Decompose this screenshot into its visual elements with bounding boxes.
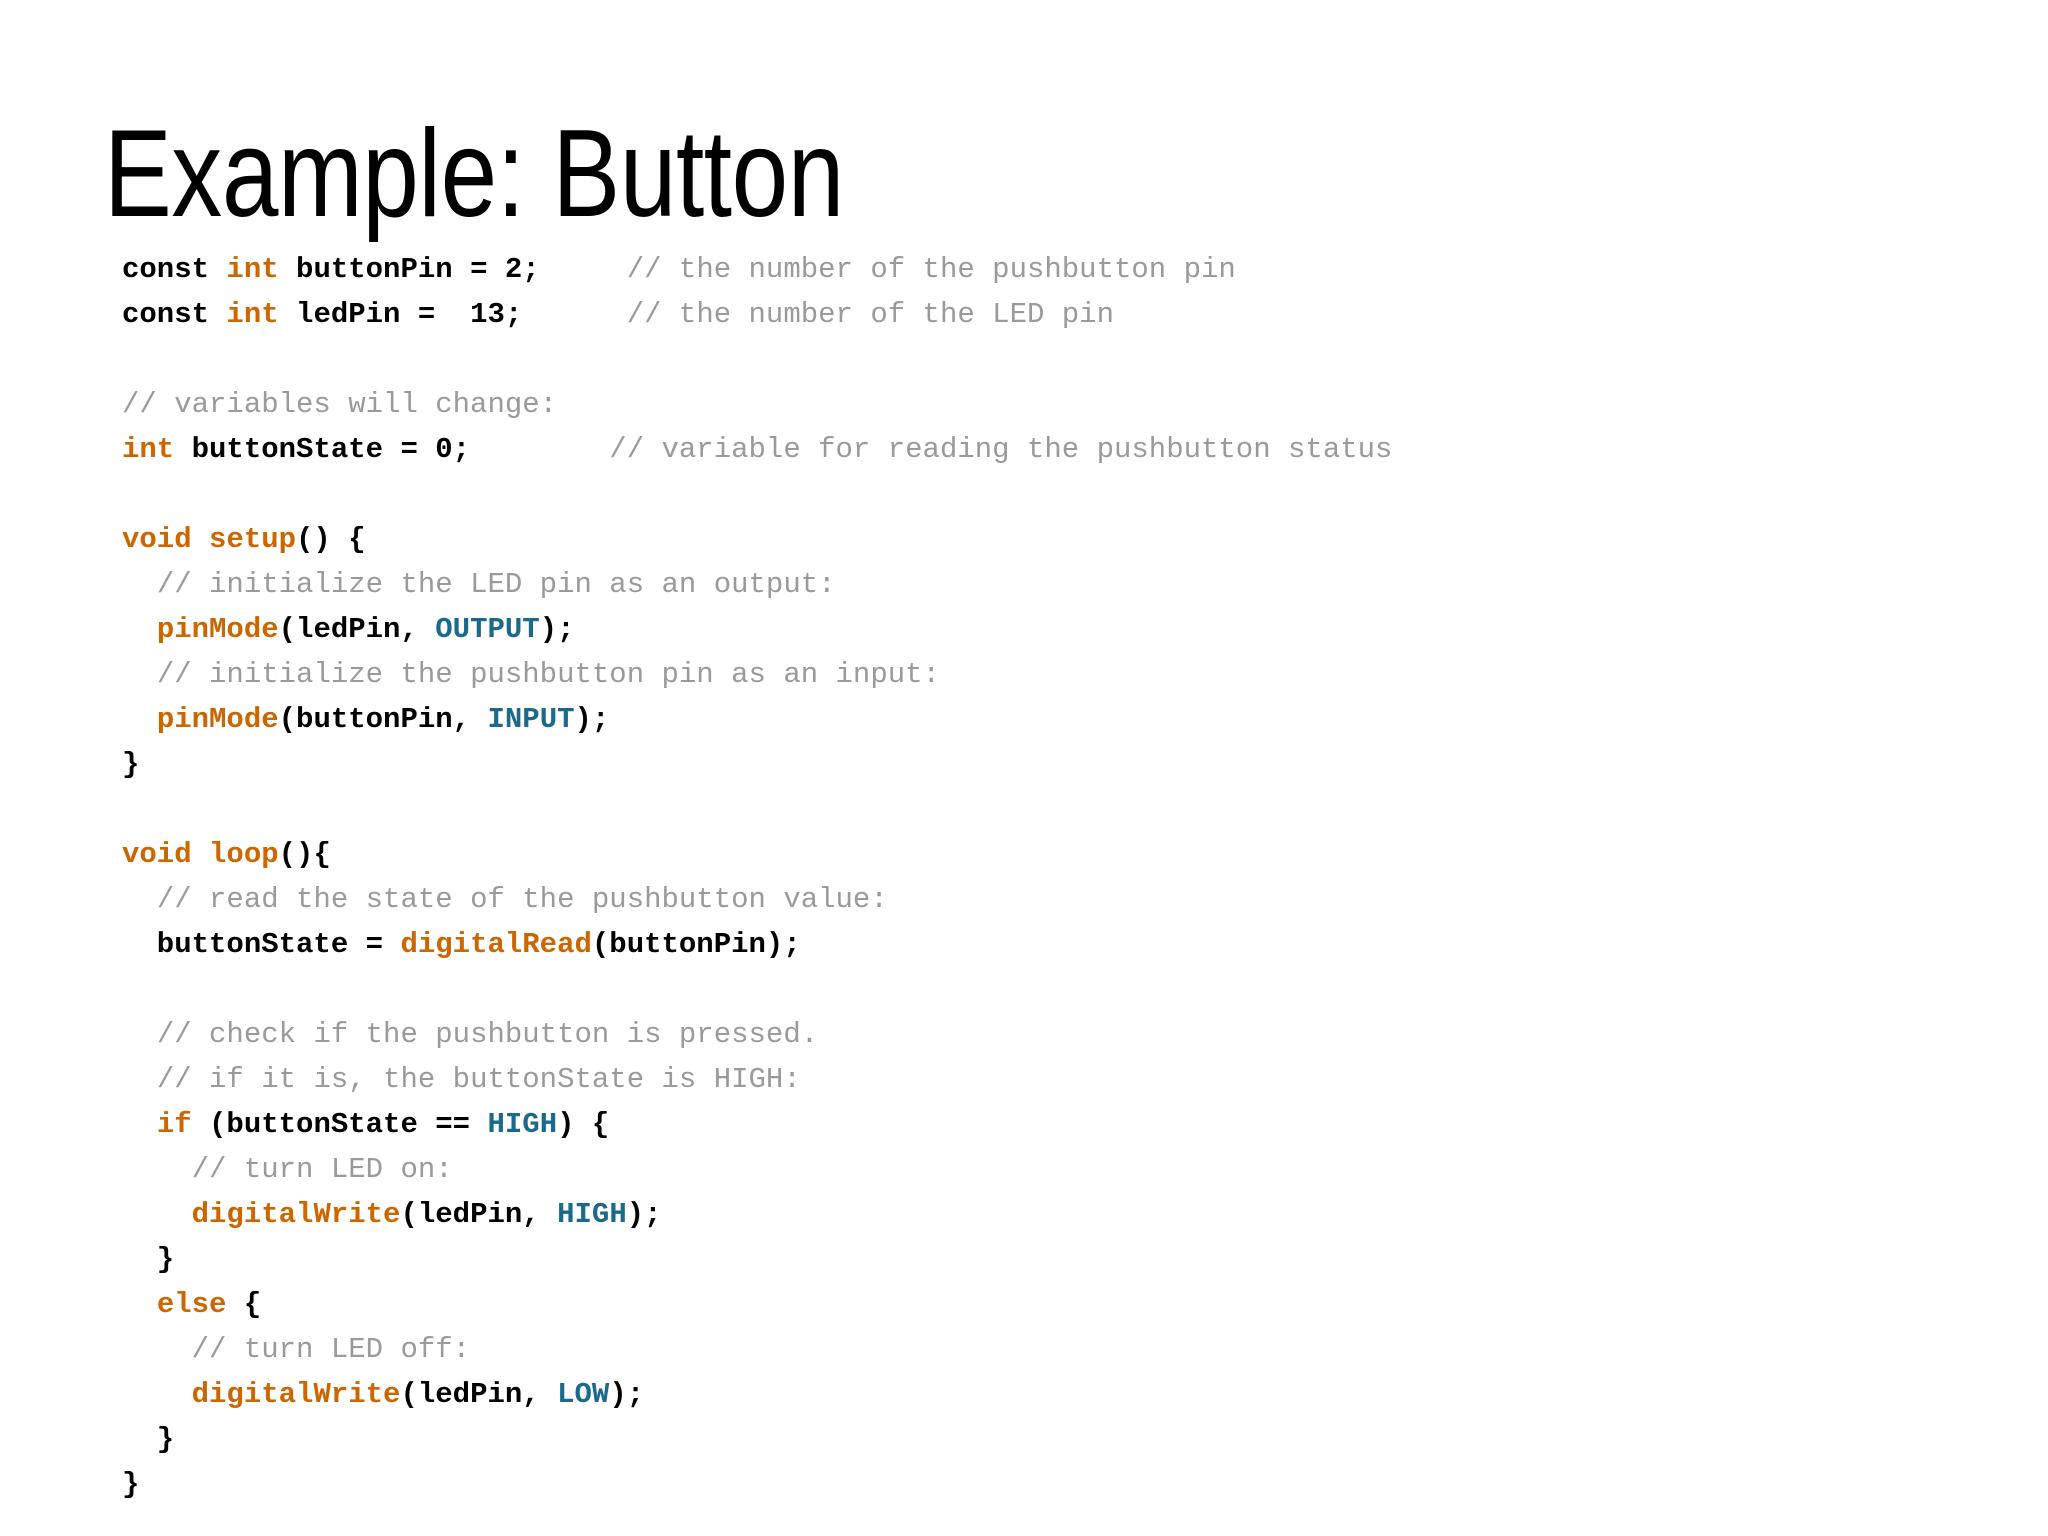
code-token-plain: } <box>122 1423 175 1456</box>
code-token-plain <box>122 568 157 601</box>
code-line <box>122 472 1392 517</box>
code-token-const: LOW <box>557 1378 610 1411</box>
code-token-const: OUTPUT <box>435 613 540 646</box>
code-token-keyword: int <box>226 253 279 286</box>
code-token-func: pinMode <box>156 613 279 646</box>
code-token-plain <box>122 1198 192 1231</box>
code-token-plain: ); <box>574 703 610 736</box>
code-token-plain <box>122 703 157 736</box>
code-token-comment: // initialize the LED pin as an output: <box>156 568 836 601</box>
code-token-keyword: else <box>156 1288 227 1321</box>
code-line: const int buttonPin = 2; // the number o… <box>122 247 1392 292</box>
code-token-comment: // initialize the pushbutton pin as an i… <box>156 658 940 691</box>
code-token-plain <box>122 1018 157 1051</box>
code-token-plain <box>122 613 157 646</box>
code-token-plain: (ledPin, <box>278 613 436 646</box>
page-title: Example: Button <box>104 105 844 244</box>
code-token-plain <box>122 883 157 916</box>
code-token-plain: buttonState = 0; <box>174 433 610 466</box>
code-line: // turn LED on: <box>122 1147 1392 1192</box>
code-line: pinMode(buttonPin, INPUT); <box>122 697 1392 742</box>
code-token-comment: // variable for reading the pushbutton s… <box>609 433 1393 466</box>
code-token-keyword: void <box>122 523 210 556</box>
code-token-func: pinMode <box>156 703 279 736</box>
code-token-comment: // variables will change: <box>122 388 558 421</box>
code-line: // initialize the pushbutton pin as an i… <box>122 652 1392 697</box>
code-line: int buttonState = 0; // variable for rea… <box>122 427 1392 472</box>
code-token-comment: // turn LED on: <box>191 1153 453 1186</box>
code-token-funcname: setup <box>209 523 297 556</box>
code-token-plain: (buttonState == <box>191 1108 488 1141</box>
code-token-comment: // check if the pushbutton is pressed. <box>156 1018 819 1051</box>
code-token-comment: // if it is, the buttonState is HIGH: <box>156 1063 801 1096</box>
code-token-plain: ); <box>626 1198 662 1231</box>
code-token-plain <box>122 1108 157 1141</box>
code-line: if (buttonState == HIGH) { <box>122 1102 1392 1147</box>
code-line: const int ledPin = 13; // the number of … <box>122 292 1392 337</box>
code-token-const: INPUT <box>487 703 575 736</box>
code-token-plain <box>122 1288 157 1321</box>
code-line: // turn LED off: <box>122 1327 1392 1372</box>
code-line: } <box>122 742 1392 787</box>
code-token-comment: // the number of the LED pin <box>626 298 1114 331</box>
code-token-func: digitalWrite <box>191 1378 401 1411</box>
code-token-func: digitalRead <box>400 928 592 961</box>
code-token-plain: buttonState = <box>122 928 401 961</box>
code-token-plain: ); <box>539 613 575 646</box>
code-line: // read the state of the pushbutton valu… <box>122 877 1392 922</box>
code-token-plain: (){ <box>278 838 331 871</box>
code-token-plain: buttonPin = 2; <box>278 253 627 286</box>
code-line: pinMode(ledPin, OUTPUT); <box>122 607 1392 652</box>
code-line: } <box>122 1462 1392 1507</box>
code-token-comment: // the number of the pushbutton pin <box>626 253 1236 286</box>
code-line <box>122 787 1392 832</box>
code-line: // check if the pushbutton is pressed. <box>122 1012 1392 1057</box>
code-line: } <box>122 1237 1392 1282</box>
code-token-plain: ); <box>609 1378 645 1411</box>
code-token-plain: } <box>122 748 140 781</box>
code-token-plain: } <box>122 1243 175 1276</box>
code-token-plain <box>122 1333 192 1366</box>
code-token-plain <box>122 1063 157 1096</box>
code-line: buttonState = digitalRead(buttonPin); <box>122 922 1392 967</box>
code-line <box>122 967 1392 1012</box>
code-token-keyword: if <box>156 1108 192 1141</box>
code-line: // variables will change: <box>122 382 1392 427</box>
code-token-comment: // read the state of the pushbutton valu… <box>156 883 888 916</box>
code-line: void loop(){ <box>122 832 1392 877</box>
code-line <box>122 337 1392 382</box>
code-token-plain <box>122 1378 192 1411</box>
code-token-plain: } <box>122 1468 140 1501</box>
code-listing: const int buttonPin = 2; // the number o… <box>122 247 1392 1507</box>
code-token-func: digitalWrite <box>191 1198 401 1231</box>
code-line: else { <box>122 1282 1392 1327</box>
code-token-plain: (buttonPin, <box>278 703 488 736</box>
code-token-plain: (ledPin, <box>400 1198 558 1231</box>
code-token-plain: (ledPin, <box>400 1378 558 1411</box>
code-token-comment: // turn LED off: <box>191 1333 471 1366</box>
code-line: // initialize the LED pin as an output: <box>122 562 1392 607</box>
code-line: } <box>122 1417 1392 1462</box>
code-token-plain: const <box>122 253 227 286</box>
code-token-funcname: loop <box>209 838 279 871</box>
code-token-const: HIGH <box>487 1108 558 1141</box>
code-token-keyword: int <box>226 298 279 331</box>
code-token-plain: const <box>122 298 227 331</box>
code-token-plain: () { <box>296 523 366 556</box>
code-line: void setup() { <box>122 517 1392 562</box>
code-token-keyword: int <box>122 433 175 466</box>
code-token-plain <box>122 658 157 691</box>
code-token-plain: ledPin = 13; <box>278 298 627 331</box>
code-token-plain: ) { <box>557 1108 610 1141</box>
code-token-keyword: void <box>122 838 210 871</box>
code-line: // if it is, the buttonState is HIGH: <box>122 1057 1392 1102</box>
code-token-plain: (buttonPin); <box>591 928 801 961</box>
code-line: digitalWrite(ledPin, HIGH); <box>122 1192 1392 1237</box>
code-token-const: HIGH <box>557 1198 627 1231</box>
code-line: digitalWrite(ledPin, LOW); <box>122 1372 1392 1417</box>
code-token-plain: { <box>226 1288 262 1321</box>
code-token-plain <box>122 1153 192 1186</box>
